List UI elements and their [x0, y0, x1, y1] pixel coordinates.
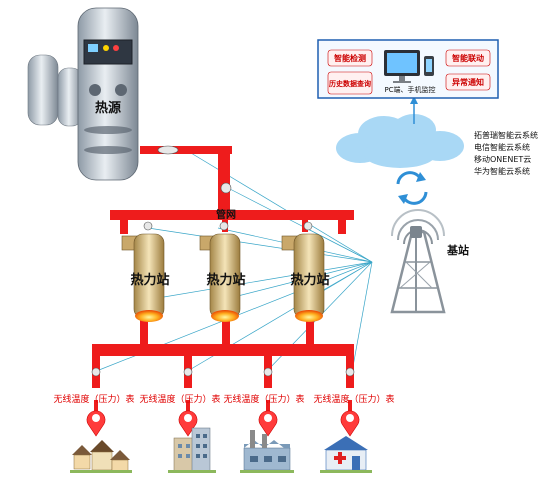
flame-icon — [295, 310, 323, 322]
smart-detect-label: 智能检测 — [334, 53, 366, 63]
location-pin-icon — [340, 410, 360, 437]
gauge-icon — [143, 221, 153, 231]
cloud-system-label: 拓普瑞智能云系统 — [474, 130, 538, 140]
pipe-segment — [92, 344, 354, 356]
meter-label: 无线温度（压力）表 — [313, 393, 394, 405]
aux-tank — [27, 54, 59, 126]
houses-icon — [70, 440, 132, 473]
gauge-icon — [157, 145, 179, 155]
gauge-icon — [303, 221, 313, 231]
station-label: 热力站 — [130, 272, 169, 288]
heat-source: 热源 — [27, 7, 139, 181]
anomaly-alert-label: 异常通知 — [452, 77, 484, 87]
heat-station-1: 热力站 — [121, 233, 170, 322]
hospital-icon — [320, 436, 372, 473]
location-pins — [86, 410, 360, 437]
cloud-system-label: 电信智能云系统 — [474, 142, 530, 152]
station-label: 热力站 — [206, 272, 245, 288]
cloud-icon — [336, 114, 464, 168]
boiler-tank — [77, 7, 139, 181]
cloud-system-label: 移动ONENET云 — [474, 154, 531, 164]
history-query-button[interactable] — [327, 71, 373, 95]
gauge-icon — [263, 367, 273, 377]
heat-station-2: 热力站 — [199, 233, 246, 322]
flame-icon — [135, 310, 163, 322]
upload-arrow-icon — [410, 96, 418, 124]
gauge-icon — [91, 367, 101, 377]
meter-label: 无线温度（压力）表 — [223, 393, 304, 405]
monitor-panel: 智能检测 历史数据查询 PC端、手机监控 智能联动 异常通知 — [317, 39, 499, 99]
devices-label: PC端、手机监控 — [384, 85, 435, 94]
pipe-segment — [110, 210, 354, 220]
base-station-label: 基站 — [446, 243, 469, 257]
sync-arrows-icon — [396, 171, 428, 205]
meter-label: 无线温度（压力）表 — [139, 393, 220, 405]
location-pin-icon — [258, 410, 278, 437]
base-station-tower — [390, 209, 446, 314]
cloud-system-label: 华为智能云系统 — [474, 166, 530, 176]
gauge-icon — [220, 182, 232, 194]
pipe-segment — [218, 146, 230, 212]
anomaly-alert-button[interactable] — [445, 73, 491, 91]
smart-detect-button[interactable] — [327, 49, 373, 67]
flame-icon — [211, 310, 239, 322]
pipe-segment — [338, 210, 346, 234]
pipe-network-label: 管网 — [216, 208, 236, 221]
location-pin-icon — [86, 410, 106, 437]
factory-icon — [240, 430, 294, 473]
gauge-icon — [183, 367, 193, 377]
pipe-segment — [120, 210, 128, 234]
location-pin-icon — [178, 410, 198, 437]
history-query-label: 历史数据查询 — [329, 79, 371, 88]
heat-source-label: 热源 — [95, 100, 121, 116]
pipe-segment — [140, 146, 232, 154]
station-label: 热力站 — [290, 272, 329, 288]
smart-linkage-button[interactable] — [445, 49, 491, 67]
meter-label: 无线温度（压力）表 — [53, 393, 134, 405]
smart-linkage-label: 智能联动 — [452, 53, 484, 63]
heat-station-3: 热力站 — [281, 233, 330, 322]
gauge-icon — [219, 221, 229, 231]
gauge-icon — [345, 367, 355, 377]
apartment-icon — [168, 427, 216, 473]
